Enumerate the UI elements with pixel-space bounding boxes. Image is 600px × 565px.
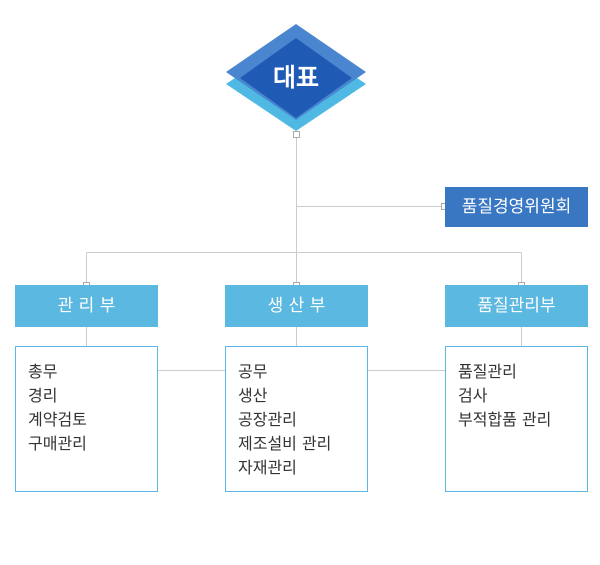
task-item: 공무 [238,362,268,381]
task-item: 검사 [458,386,488,405]
task-item: 품질관리 [458,362,517,381]
dept-header-admin: 관 리 부 [15,285,158,327]
ceo-diamond-front [240,38,352,118]
ceo-label: 대표 [272,63,319,92]
dept-tasks-quality: 품질관리 검사 부적합품 관리 [445,346,588,492]
task-item: 구매관리 [28,434,87,453]
dept-tasks-production: 공무 생산 공장관리 제조설비 관리 자재관리 [225,346,368,492]
dept-header-production: 생 산 부 [225,285,368,327]
task-item: 부적합품 관리 [458,410,552,429]
ceo-diamond [226,24,366,131]
task-item: 총무 [28,362,58,381]
task-item: 경리 [28,386,58,405]
task-item: 자재관리 [238,458,297,477]
connector-node-ceo [293,131,300,138]
task-item: 공장관리 [238,410,297,429]
dept-tasks-admin: 총무 경리 계약검토 구매관리 [15,346,158,492]
task-item: 계약검토 [28,410,87,429]
dept-header-quality: 품질관리부 [445,285,588,327]
task-item: 생산 [238,386,268,405]
task-item: 제조설비 관리 [238,434,332,453]
committee-box: 품질경영위원회 [445,187,588,227]
